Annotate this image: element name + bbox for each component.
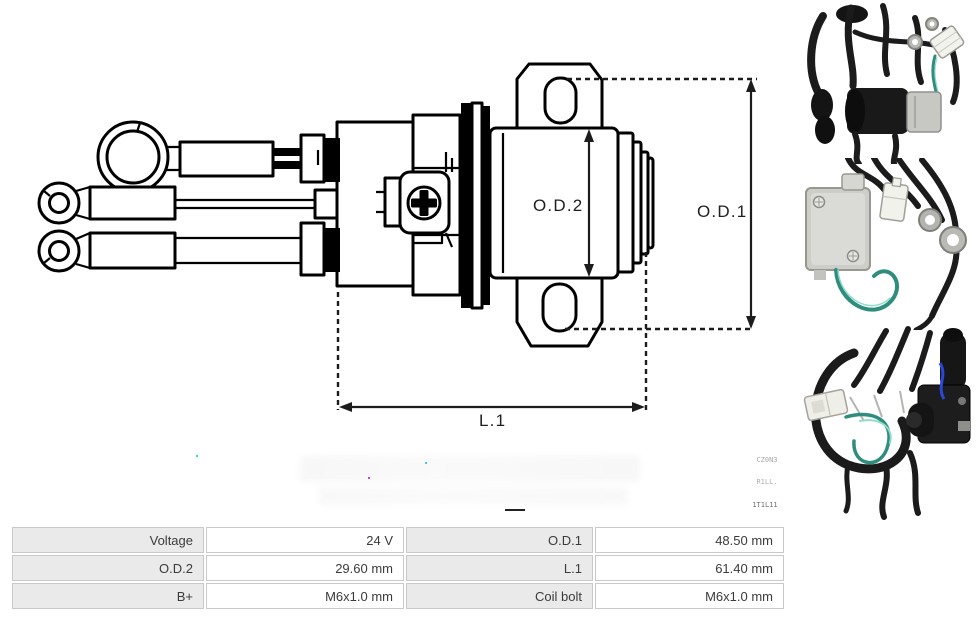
ring-terminal-large	[96, 120, 275, 194]
connector-plug	[803, 388, 849, 422]
artifact-dot	[368, 477, 370, 479]
od2-label: O.D.2	[533, 196, 583, 215]
spec-value-bplus: M6x1.0 mm	[206, 583, 404, 609]
spec-label-voltage: Voltage	[12, 527, 204, 553]
product-photo-1	[807, 3, 965, 164]
od1-dimension: O.D.1	[565, 77, 757, 331]
solenoid-cap	[906, 91, 942, 133]
solenoid-assembly	[906, 328, 971, 444]
middle-lead-terminal	[175, 188, 339, 220]
od2-dimension: O.D.2	[533, 129, 594, 277]
faint-code-2: R1LL.	[756, 478, 778, 486]
bottom-lead-terminal	[175, 221, 340, 277]
connector-plug	[929, 25, 965, 59]
faint-code-1: CZ0N3	[756, 456, 778, 464]
solenoid-cylinder	[488, 126, 655, 280]
od1-label: O.D.1	[697, 202, 747, 221]
table-row: O.D.2 29.60 mm L.1 61.40 mm	[12, 555, 784, 581]
spec-label-od1: O.D.1	[406, 527, 593, 553]
table-row: Voltage 24 V O.D.1 48.50 mm	[12, 527, 784, 553]
spec-label-l1: L.1	[406, 555, 593, 581]
spec-value-l1: 61.40 mm	[595, 555, 784, 581]
b-plus-terminal	[272, 133, 340, 184]
wire-boot	[811, 89, 833, 121]
relay-post	[841, 173, 865, 191]
mounting-bracket-bottom	[515, 276, 604, 348]
spec-value-od2: 29.60 mm	[206, 555, 404, 581]
spec-value-voltage: 24 V	[206, 527, 404, 553]
ring-terminal-small-1	[37, 181, 177, 225]
artifact-dot	[196, 455, 198, 457]
spec-value-coil-bolt: M6x1.0 mm	[595, 583, 784, 609]
mounting-bracket-top	[515, 62, 604, 130]
ring-terminal-small-2	[37, 229, 177, 273]
l1-label: L.1	[479, 411, 506, 430]
product-photo-2	[805, 158, 967, 330]
artifact-dot	[425, 462, 427, 464]
spec-label-bplus: B+	[12, 583, 204, 609]
product-photo-3	[803, 326, 971, 520]
watermark-ghost	[318, 487, 628, 505]
coil-terminal-screw	[376, 170, 451, 235]
flange-plate	[461, 101, 490, 310]
spec-label-coil-bolt: Coil bolt	[406, 583, 593, 609]
watermark-ghost	[300, 456, 640, 482]
solenoid-technical-drawing: O.D.2 O.D.1 L.1	[37, 62, 757, 430]
watermark-dash	[505, 509, 525, 511]
spec-label-od2: O.D.2	[12, 555, 204, 581]
faint-code-3: 1T1L11	[752, 501, 778, 509]
table-row: B+ M6x1.0 mm Coil bolt M6x1.0 mm	[12, 583, 784, 609]
spec-value-od1: 48.50 mm	[595, 527, 784, 553]
l1-dimension: L.1	[336, 252, 648, 430]
spec-table: Voltage 24 V O.D.1 48.50 mm O.D.2 29.60 …	[10, 525, 786, 611]
connector-plug	[879, 176, 909, 222]
